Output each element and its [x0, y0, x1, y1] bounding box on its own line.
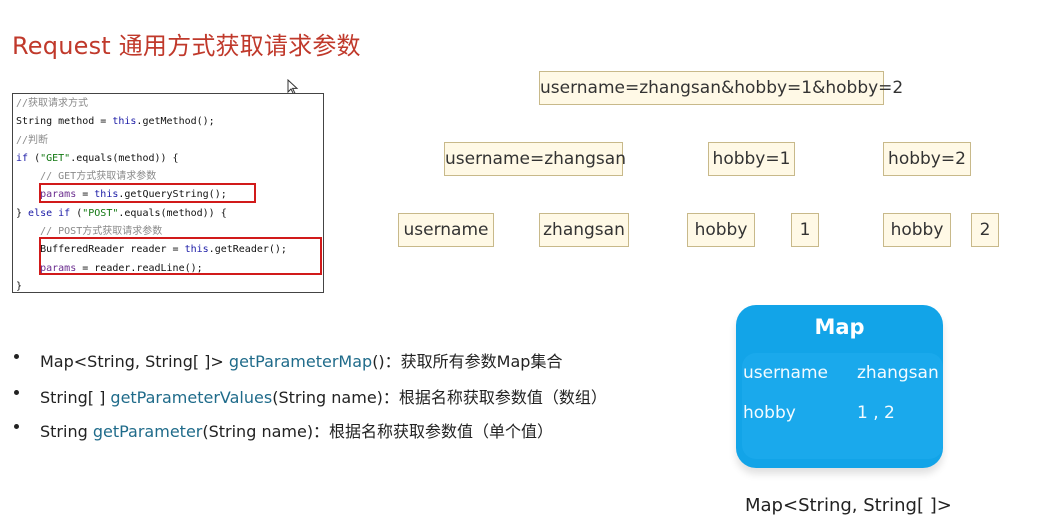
code-token: = reader.readLine(); [76, 262, 203, 274]
return-type: Map<String, String[ ]> [40, 352, 229, 371]
query-pair-hobby-2: hobby=2 [883, 142, 971, 176]
code-token: params [40, 262, 77, 274]
code-line: //获取请求方式 [16, 95, 323, 113]
code-token: } [16, 207, 29, 219]
code-line: } else if ("POST".equals(method)) { [16, 205, 323, 223]
code-token [16, 263, 40, 274]
code-token: BufferedReader reader = [16, 244, 185, 256]
code-token: this [112, 116, 137, 128]
code-token: .getQueryString(); [118, 189, 227, 201]
method-description: ()：获取所有参数Map集合 [372, 352, 563, 371]
code-token: .equals(method)) { [118, 207, 227, 219]
code-token: "POST" [82, 207, 119, 219]
code-token: .getMethod(); [136, 116, 215, 128]
code-token: else if [28, 207, 71, 219]
token-hobby: hobby [687, 213, 755, 247]
method-description: (String name)：根据名称获取参数值（数组） [272, 388, 607, 407]
code-token: "GET" [40, 152, 71, 164]
page-title: Request 通用方式获取请求参数 [12, 32, 361, 60]
code-line: BufferedReader reader = this.getReader()… [16, 241, 323, 259]
code-token: } [16, 280, 23, 292]
code-token: this [184, 244, 209, 256]
code-token: .getReader(); [208, 244, 287, 256]
map-card-body [742, 353, 943, 459]
code-token: // POST方式获取请求参数 [16, 226, 163, 238]
map-card: Map username zhangsan hobby 1 , 2 [736, 305, 943, 468]
code-token [16, 189, 40, 200]
return-type: String [40, 422, 93, 441]
method-name: getParameterMap [228, 352, 373, 371]
code-line: } [16, 278, 323, 296]
code-token: //获取请求方式 [16, 98, 89, 109]
code-line: String method = this.getMethod(); [16, 113, 323, 131]
token-value-1: 1 [791, 213, 819, 247]
bullet-dot [14, 390, 19, 395]
method-name: getParameterValues [110, 388, 273, 407]
bullet-dot [14, 424, 19, 429]
code-line: params = reader.readLine(); [16, 260, 323, 278]
code-token: ( [70, 207, 83, 219]
token-value-2: 2 [971, 213, 999, 247]
code-token: ( [28, 152, 41, 164]
code-token: this [94, 189, 119, 201]
token-hobby: hobby [883, 213, 951, 247]
token-username: username [398, 213, 494, 247]
token-zhangsan: zhangsan [539, 213, 629, 247]
query-pair-hobby-1: hobby=1 [708, 142, 795, 176]
map-value-hobby: 1 , 2 [857, 403, 895, 423]
map-key-username: username [743, 363, 828, 383]
map-card-title: Map [814, 315, 865, 339]
map-type-caption: Map<String, String[ ]> [745, 495, 952, 516]
highlight-post-reader [39, 237, 322, 275]
code-token: .equals(method)) { [70, 152, 179, 164]
query-string-full: username=zhangsan&hobby=1&hobby=2 [539, 71, 903, 105]
code-token: String method = [16, 116, 113, 128]
code-token: = [76, 189, 95, 201]
code-token: if [16, 152, 29, 164]
map-key-hobby: hobby [743, 403, 796, 423]
method-description: (String name)：根据名称获取参数值（单个值） [202, 422, 554, 441]
map-value-username: zhangsan [857, 363, 939, 383]
code-token: //判断 [16, 134, 49, 146]
code-line: if ("GET".equals(method)) { [16, 150, 323, 168]
query-pair-username: username=zhangsan [444, 142, 626, 176]
code-line: // POST方式获取请求参数 [16, 223, 323, 241]
code-line: // GET方式获取请求参数 [16, 168, 323, 186]
code-token: params [40, 189, 77, 201]
code-line: params = this.getQueryString(); [16, 186, 323, 204]
bullet-dot [14, 354, 19, 359]
code-line: //判断 [16, 132, 323, 150]
highlight-getquerystring [39, 183, 256, 203]
return-type: String[ ] [40, 388, 111, 407]
code-token: // GET方式获取请求参数 [16, 171, 157, 183]
method-name: getParameter [92, 422, 203, 441]
